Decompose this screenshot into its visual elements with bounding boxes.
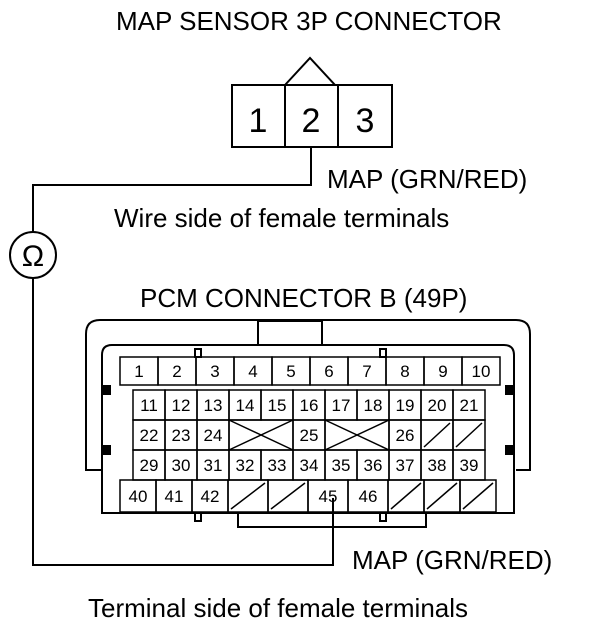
pcm-pin-15: 15 [268,396,287,415]
pcm-connector-housing [85,319,531,528]
pcm-pin-11: 11 [140,396,158,415]
pcm-pin-1: 1 [134,362,143,381]
slash-mark [462,482,494,510]
pcm-pin-29: 29 [140,456,159,475]
pcm-pin-5: 5 [286,362,295,381]
pcm-pin-13: 13 [204,396,223,415]
map-pin-3: 3 [356,102,375,140]
pcm-cavity-blank-cell [459,479,497,513]
pcm-pin-12: 12 [172,396,191,415]
pcm-pin-21: 21 [460,396,479,415]
pcm-pin-22: 22 [140,426,159,445]
pcm-pin-20: 20 [428,396,447,415]
ohmmeter [9,231,57,279]
pcm-pin-24: 24 [204,426,223,445]
slash-mark [455,422,483,448]
pcm-pin-31: 31 [204,456,223,475]
pcm-pin-39: 39 [460,456,479,475]
pcm-pin-42: 42 [201,487,220,506]
pcm-pin-7: 7 [362,362,371,381]
ohmmeter-circle [9,231,57,279]
pcm-pin-17: 17 [332,396,351,415]
map-wire-label: MAP (GRN/RED) [327,164,528,194]
lead-upper [32,147,312,232]
pcm-pin-41: 41 [165,487,184,506]
pcm-pin-36: 36 [364,456,383,475]
pcm-pin-26: 26 [396,426,415,445]
pcm-pin-34: 34 [300,456,319,475]
pcm-pin-9: 9 [438,362,447,381]
pcm-pin-40: 40 [129,487,148,506]
pcm-pin-38: 38 [428,456,447,475]
pcm-pin-30: 30 [172,456,191,475]
pcm-pin-6: 6 [324,362,333,381]
pcm-pin-4: 4 [248,362,257,381]
pcm-pin-2: 2 [172,362,181,381]
map-connector-caption: Wire side of female terminals [114,203,450,233]
pcm-pin-25: 25 [300,426,319,445]
lead-lower [32,278,334,566]
pcm-pin-8: 8 [400,362,409,381]
map-pin-1: 1 [249,102,268,140]
slash-mark [390,482,422,510]
map-pin-2: 2 [302,102,321,140]
cross-mark [324,419,390,451]
pcm-pin-19: 19 [396,396,415,415]
ohm-icon: Ω [22,240,44,273]
map-connector-key [282,56,338,86]
pcm-wire-label: MAP (GRN/RED) [352,545,553,575]
pcm-pin-10: 10 [472,362,491,381]
slash-mark [270,482,306,510]
pcm-pin-35: 35 [332,456,351,475]
slash-mark [426,482,458,510]
slash-mark [423,422,451,448]
pcm-pin-16: 16 [300,396,319,415]
pcm-pin-32: 32 [236,456,255,475]
test-lead [32,147,334,566]
cross-mark [228,419,294,451]
pcm-pin-14: 14 [236,396,255,415]
pcm-pin-18: 18 [364,396,383,415]
pcm-pin-45: 45 [319,487,338,506]
pcm-pin-23: 23 [172,426,191,445]
map-connector-title: MAP SENSOR 3P CONNECTOR [116,6,502,36]
pcm-pin-37: 37 [396,456,415,475]
pcm-pin-3: 3 [210,362,219,381]
pcm-pin-33: 33 [268,456,287,475]
pcm-pin-10-cell [461,356,501,386]
pcm-connector-title: PCM CONNECTOR B (49P) [140,283,468,313]
pcm-connector-caption: Terminal side of female terminals [88,593,469,623]
pcm-pin-46: 46 [359,487,378,506]
slash-mark [230,482,266,510]
